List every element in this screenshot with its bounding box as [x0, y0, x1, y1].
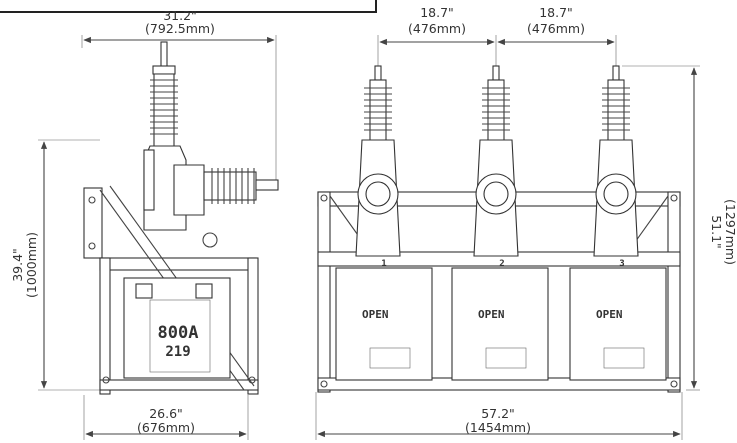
pole-1-open-label: OPEN: [362, 308, 389, 321]
front-height-mm: (1297mm): [723, 199, 737, 265]
tank-rating-label: 800A: [158, 323, 199, 343]
pole-spacing-2-mm: (476mm): [527, 21, 585, 36]
side-base-mm: (676mm): [137, 420, 195, 435]
pole-1: OPEN 1: [335, 65, 433, 381]
title-block-frame: [0, 0, 377, 13]
front-width-in: 57.2": [481, 406, 515, 421]
pole-1-number: 1: [381, 259, 386, 269]
pole-3-number: 3: [619, 259, 624, 269]
front-view: 18.7" (476mm) 18.7" (476mm) 51.1" (1297m…: [315, 5, 737, 440]
pole-2-open-label: OPEN: [478, 308, 505, 321]
side-height-in: 39.4": [10, 248, 25, 282]
pole-3: OPEN 3: [569, 65, 667, 381]
front-width-dimension: 57.2" (1454mm): [315, 392, 683, 440]
side-frame: [83, 185, 259, 395]
pole-spacing-2-in: 18.7": [539, 5, 573, 20]
side-base-dimension: 26.6" (676mm): [83, 395, 249, 440]
pole-3-open-label: OPEN: [596, 308, 623, 321]
side-height-dimension: 39.4" (1000mm): [10, 139, 100, 391]
side-view: 31.2" (792.5mm) 39.4" (1000mm) 26.6" (67…: [10, 8, 279, 440]
front-height-dimension: 51.1" (1297mm): [622, 65, 737, 391]
front-height-in: 51.1": [709, 215, 724, 249]
side-tank: 800A 219: [123, 277, 231, 379]
pole-spacing-1-in: 18.7": [420, 5, 454, 20]
side-width-dimension: 31.2" (792.5mm): [81, 8, 277, 185]
front-width-mm: (1454mm): [465, 420, 531, 435]
pole-spacing-dimension: 18.7" (476mm) 18.7" (476mm): [377, 5, 617, 70]
side-width-in: 31.2": [163, 8, 197, 23]
pole-2-number: 2: [499, 259, 504, 269]
side-horizontal-bushing: [203, 168, 279, 204]
pole-spacing-1-mm: (476mm): [408, 21, 466, 36]
side-interrupter-body: [143, 145, 218, 248]
side-vertical-bushing: [150, 41, 178, 147]
pole-2: OPEN 2: [451, 65, 549, 381]
side-base-in: 26.6": [149, 406, 183, 421]
tank-code-label: 219: [165, 344, 190, 360]
side-height-mm: (1000mm): [24, 232, 39, 298]
side-width-mm: (792.5mm): [145, 21, 215, 36]
